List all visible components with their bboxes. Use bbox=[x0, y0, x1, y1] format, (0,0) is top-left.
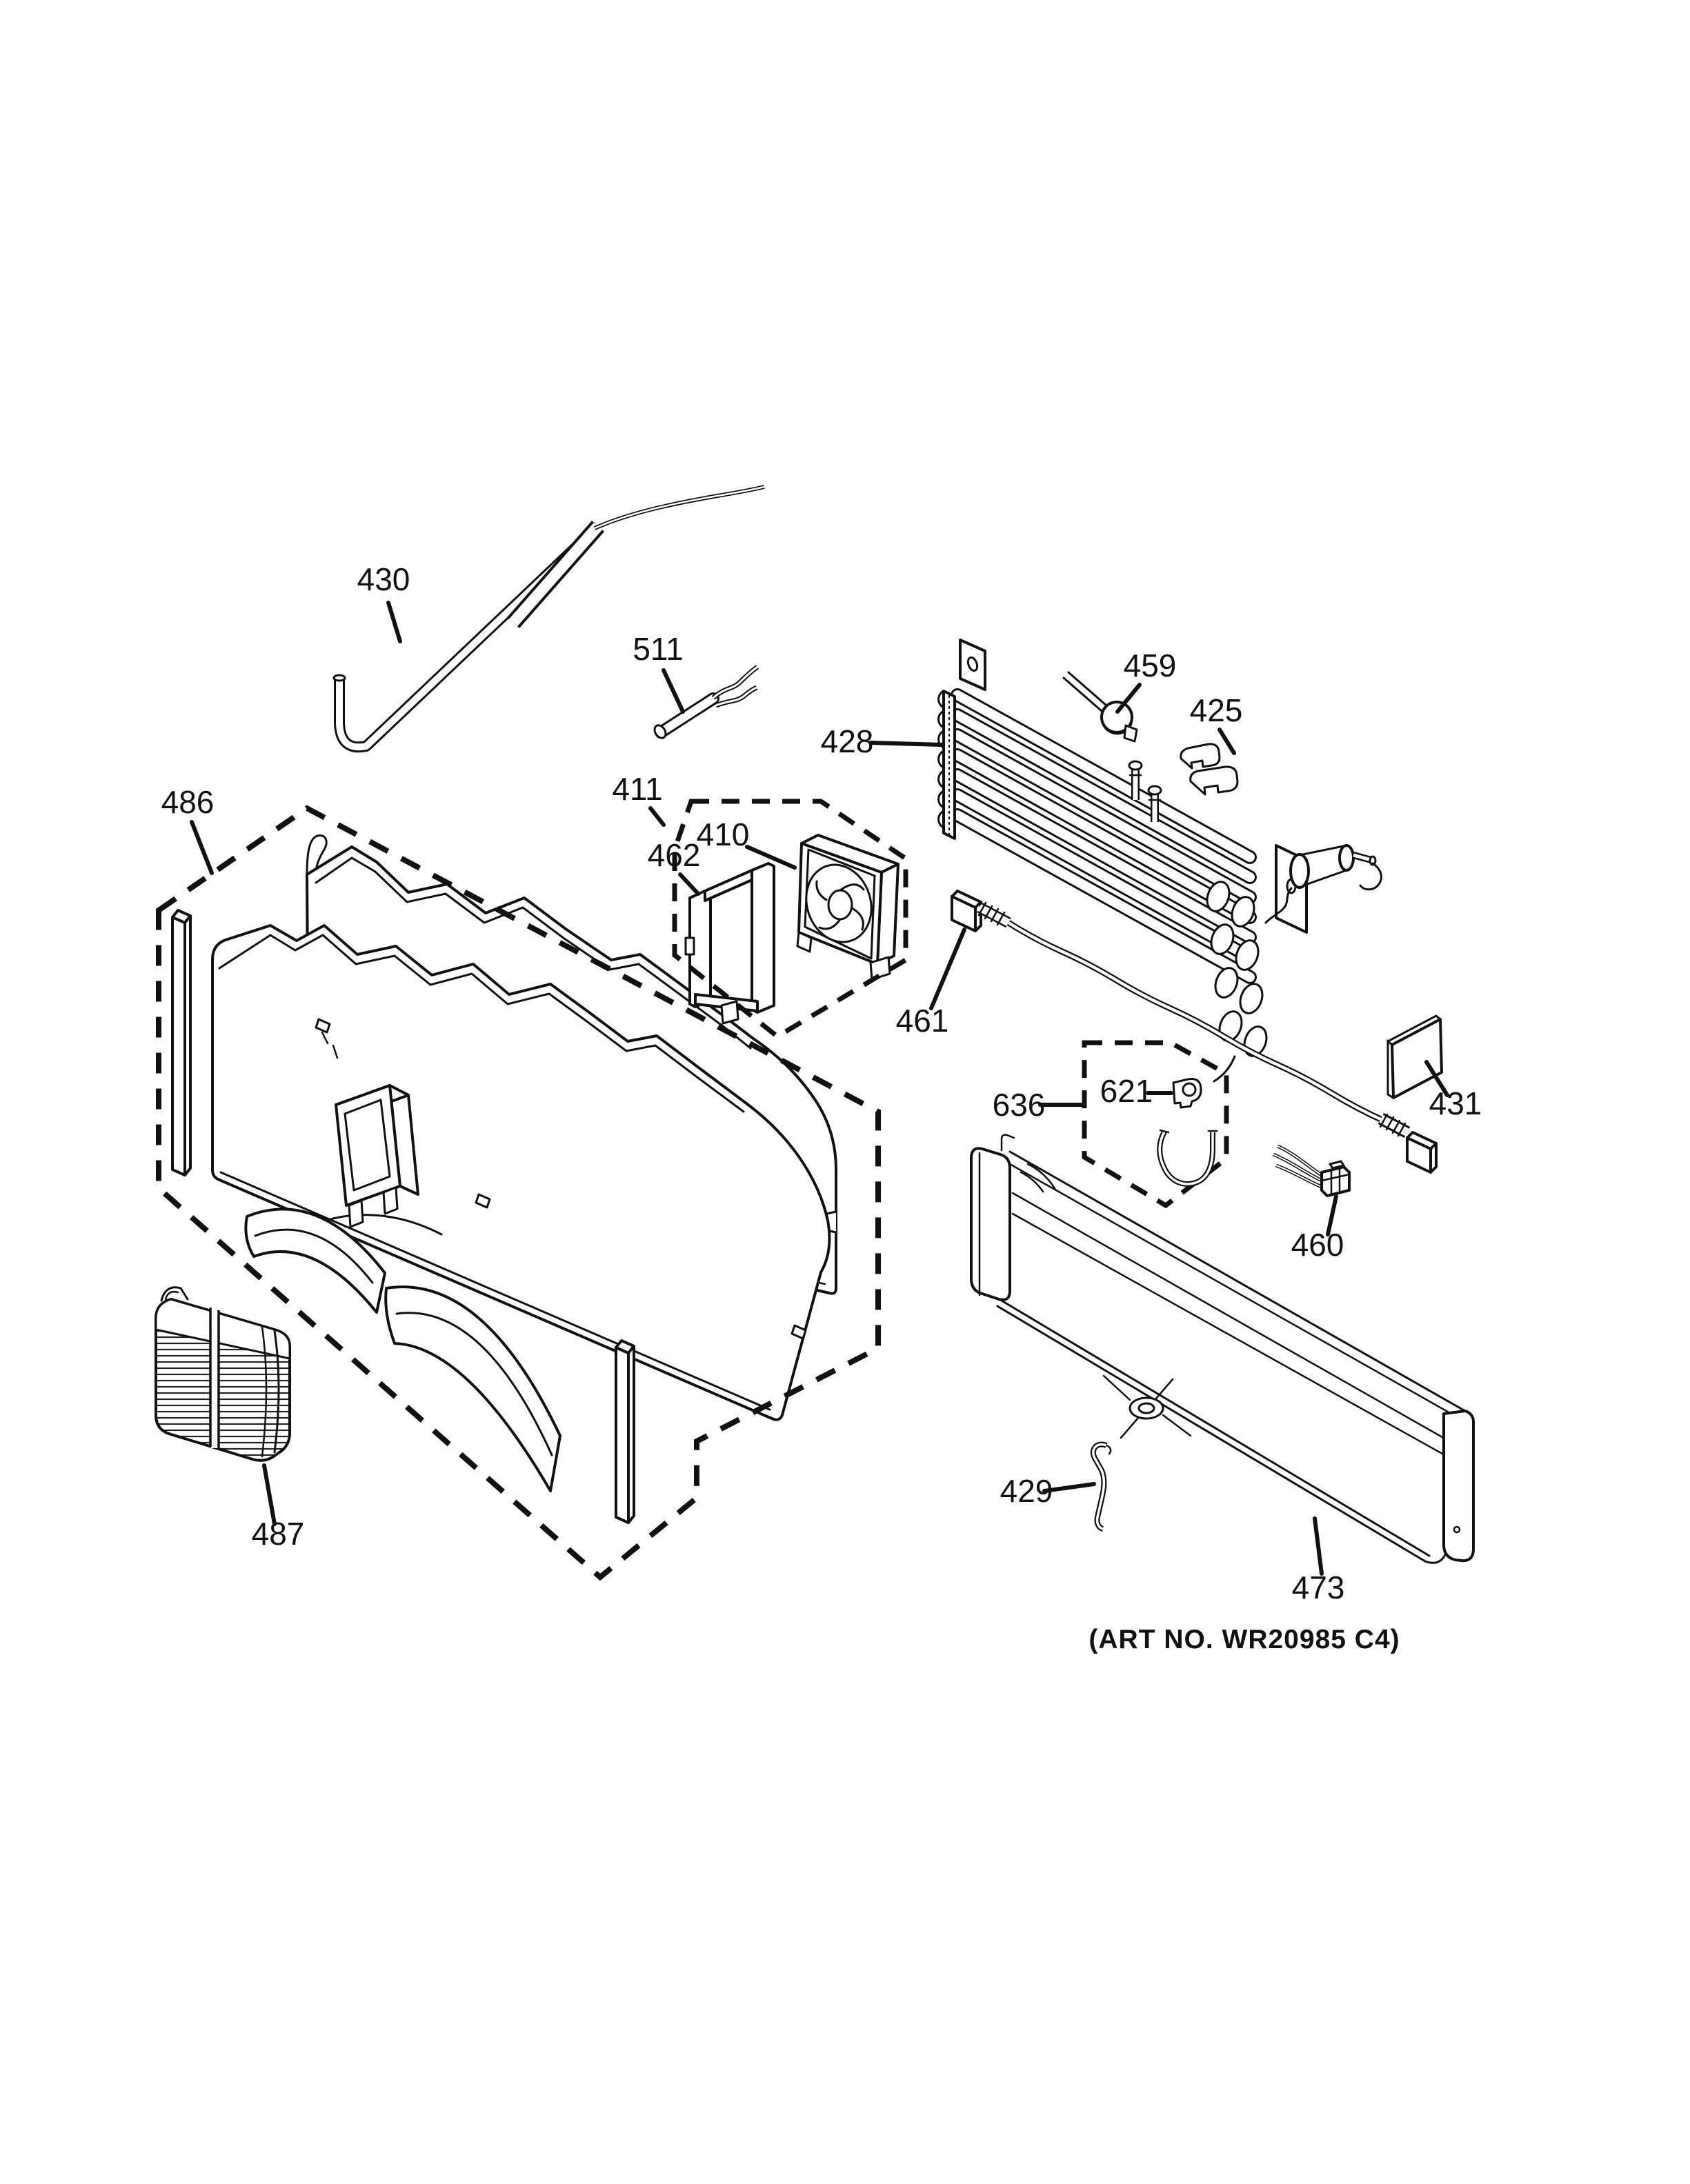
dashed-box-636 bbox=[1082, 1040, 1229, 1209]
leader-411 bbox=[648, 806, 666, 827]
defrost-heater-461 bbox=[951, 890, 1438, 1174]
callout-460: 460 bbox=[1291, 1227, 1344, 1263]
callout-425: 425 bbox=[1190, 692, 1243, 728]
dashed-box-411 bbox=[672, 799, 908, 1040]
leader-460 bbox=[1326, 1194, 1338, 1236]
defrost-thermostat-459 bbox=[1062, 671, 1138, 743]
cover-front-panel bbox=[211, 924, 831, 1421]
dashed-box-486 bbox=[156, 805, 881, 1581]
evaporator-428 bbox=[937, 639, 1382, 1083]
leader-473 bbox=[1313, 1516, 1324, 1576]
evaporator-tubes bbox=[951, 688, 1257, 984]
callout-431: 431 bbox=[1429, 1085, 1482, 1121]
callout-487: 487 bbox=[252, 1516, 305, 1552]
leader-462 bbox=[678, 872, 700, 896]
callout-429: 429 bbox=[1000, 1473, 1053, 1509]
leader-lines bbox=[190, 601, 1449, 1576]
evaporator-top-bracket bbox=[959, 639, 986, 691]
evaporator-left-end-plate bbox=[937, 690, 956, 840]
leader-461 bbox=[929, 928, 966, 1010]
cover-deflector-rail-upper bbox=[244, 1208, 386, 1314]
fan-bracket-462 bbox=[684, 862, 775, 1025]
callout-511: 511 bbox=[633, 631, 683, 667]
evaporator-accumulator bbox=[1264, 844, 1382, 924]
callout-621: 621 bbox=[1100, 1073, 1153, 1109]
evaporator-stub-tubes bbox=[1128, 760, 1162, 822]
callout-459: 459 bbox=[1124, 648, 1177, 683]
tube-clip-425 bbox=[1180, 743, 1239, 796]
leader-429 bbox=[1042, 1482, 1096, 1493]
callout-461: 461 bbox=[896, 1003, 949, 1039]
leader-410 bbox=[745, 845, 797, 870]
cover-small-clips bbox=[315, 1018, 807, 1340]
defrost-sensor-511 bbox=[653, 665, 759, 739]
leader-486 bbox=[190, 820, 214, 875]
leader-459 bbox=[1115, 683, 1142, 714]
callout-411: 411 bbox=[612, 771, 662, 807]
leader-425 bbox=[1217, 728, 1236, 755]
wire-hook-636 bbox=[1157, 1129, 1218, 1187]
cover-deflector-rail-lower bbox=[384, 1285, 561, 1492]
callout-636: 636 bbox=[993, 1087, 1046, 1123]
evaporator-cover-assembly bbox=[171, 834, 838, 1524]
evaporator-fan-410 bbox=[796, 834, 899, 981]
callout-462: 462 bbox=[648, 837, 701, 873]
cover-plate-431 bbox=[1386, 1014, 1443, 1099]
cover-seal-strip-right bbox=[615, 1339, 635, 1524]
callout-486: 486 bbox=[161, 784, 215, 820]
callout-473: 473 bbox=[1292, 1570, 1345, 1605]
art-number-note: (ART NO. WR20985 C4) bbox=[1088, 1625, 1400, 1654]
evaporator-return-bends bbox=[1206, 881, 1268, 1083]
leader-511 bbox=[662, 668, 685, 714]
callout-410: 410 bbox=[697, 817, 750, 852]
callout-labels: 430 511 486 411 462 410 428 459 425 461 … bbox=[161, 561, 1482, 1605]
callout-430: 430 bbox=[357, 561, 410, 597]
drain-trough-473 bbox=[970, 1134, 1475, 1564]
leader-428 bbox=[868, 741, 944, 747]
leader-431 bbox=[1424, 1060, 1449, 1097]
leader-430 bbox=[386, 601, 402, 643]
harness-connector-460 bbox=[1273, 1144, 1351, 1197]
wire-clip-429 bbox=[1090, 1441, 1112, 1532]
filter-basket-487 bbox=[155, 1286, 291, 1462]
clamp-621 bbox=[1172, 1078, 1202, 1109]
callout-428: 428 bbox=[821, 723, 874, 759]
tube-430 bbox=[332, 485, 765, 753]
leader-487 bbox=[262, 1463, 277, 1526]
cover-duct-housing bbox=[335, 1084, 419, 1228]
cover-seal-strip-left bbox=[171, 909, 192, 1176]
